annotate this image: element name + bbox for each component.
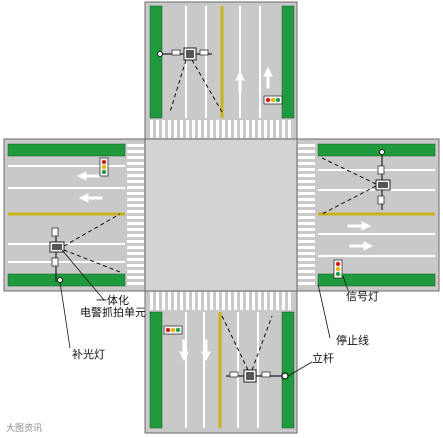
label-integrated-unit-2: 电警抓拍单元: [80, 305, 146, 319]
camera-view-west: [63, 213, 121, 273]
label-pole: 立杆: [312, 351, 334, 365]
label-stop-line: 停止线: [336, 333, 369, 347]
traffic-signal-icon: [333, 259, 343, 279]
intersection-center: [144, 138, 298, 292]
arrow-icon: [76, 66, 374, 362]
green-strip-north-right: [281, 5, 295, 119]
crosswalk-east: [298, 142, 315, 288]
crosswalk-west: [127, 142, 144, 288]
traffic-signal-icon: [163, 325, 183, 335]
south-lane-lines: [185, 312, 259, 428]
green-strip-east-bottom: [317, 273, 436, 287]
traffic-signal-icon: [99, 157, 109, 177]
camera-view-east: [321, 157, 377, 215]
green-strip-east-top: [317, 143, 436, 157]
green-strip-north-left: [149, 5, 163, 119]
traffic-signal-icon: [263, 95, 283, 105]
green-strip-west-bottom: [7, 273, 126, 287]
camera-icon: [49, 227, 65, 283]
green-strip-south-left: [149, 311, 163, 429]
camera-view-south: [221, 315, 273, 371]
green-strip-south-right: [281, 311, 295, 429]
camera-view-north: [169, 59, 223, 113]
crosswalk-south: [148, 292, 294, 310]
label-fill-light: 补光灯: [72, 347, 105, 361]
leader-lines: [59, 249, 349, 377]
pole-icon: [281, 372, 289, 380]
camera-icon: [157, 47, 212, 61]
camera-icon: [375, 149, 391, 210]
watermark: 大图资讯: [6, 422, 42, 434]
label-signal-light: 信号灯: [346, 290, 379, 303]
camera-icon: [226, 369, 284, 383]
crosswalk-north: [148, 120, 294, 138]
green-strip-west-top: [7, 143, 126, 157]
label-integrated-unit: 一体化: [96, 293, 129, 307]
north-lane-lines: [185, 6, 261, 118]
